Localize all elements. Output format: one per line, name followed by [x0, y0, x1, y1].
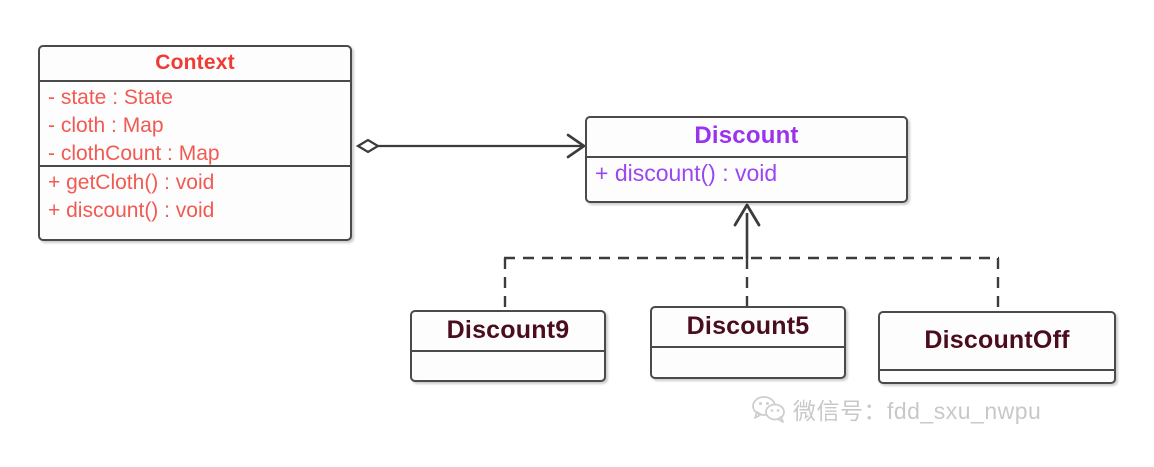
class-box-context[interactable]: Context - state : State - cloth : Map - … [38, 45, 352, 241]
class-name-discount9: Discount9 [446, 316, 570, 344]
operation-row: + getCloth() : void [48, 171, 215, 194]
attribute-row: - clothCount : Map [48, 142, 220, 165]
attribute-row: - state : State [48, 86, 173, 109]
attributes-compartment-context: - state : State - cloth : Map - clothCou… [40, 80, 350, 165]
class-name-discount5: Discount5 [686, 312, 810, 340]
realization-dashed-bus [503, 256, 1000, 312]
class-name-discountoff: DiscountOff [924, 326, 1070, 354]
operations-compartment-context: + getCloth() : void + discount() : void [40, 165, 350, 241]
empty-compartment-discount5 [652, 346, 844, 377]
hollow-diamond-icon [355, 138, 381, 154]
class-box-discountoff[interactable]: DiscountOff [878, 311, 1116, 384]
operations-compartment-discount: + discount() : void [587, 156, 906, 201]
realization-riser [733, 203, 761, 258]
empty-compartment-discount9 [412, 350, 604, 380]
empty-compartment-discountoff [880, 369, 1114, 382]
inheritance-arrow-icon [733, 203, 761, 227]
operation-row: + discount() : void [595, 160, 778, 186]
class-name-discount: Discount [694, 122, 799, 149]
attribute-row: - cloth : Map [48, 114, 164, 137]
open-arrow-icon [566, 133, 586, 159]
class-name-context: Context [155, 51, 235, 74]
aggregation-context-discount [355, 133, 586, 159]
class-box-discount9[interactable]: Discount9 [410, 310, 606, 382]
class-box-discount5[interactable]: Discount5 [650, 306, 846, 379]
class-box-discount[interactable]: Discount + discount() : void [585, 116, 908, 203]
operation-row: + discount() : void [48, 199, 215, 222]
